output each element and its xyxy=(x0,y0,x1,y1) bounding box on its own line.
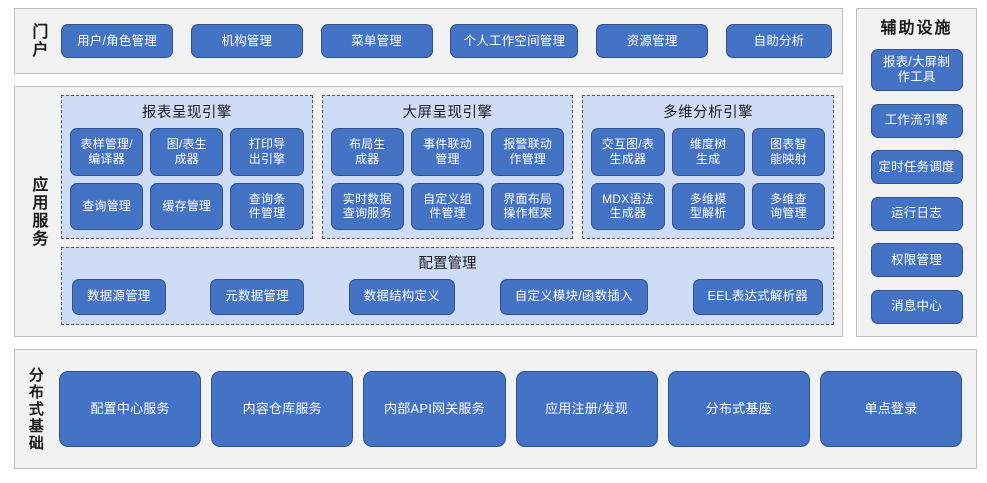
dashboard-rendering-engine-grid: 布局生 成器 事件联动 管理 报警联动 作管理 实时数据 查询服务 自定义组 件… xyxy=(330,128,565,230)
dashboard-rendering-engine-panel: 大屏呈现引擎 布局生 成器 事件联动 管理 报警联动 作管理 实时数据 查询服务… xyxy=(321,95,574,239)
distributed-items-container: 配置中心服务 内容仓库服务 内部API网关服务 应用注册/发现 分布式基座 单点… xyxy=(55,350,976,468)
portal-section-label: 门户 xyxy=(29,23,47,59)
aux-item-scheduled-task-scheduler[interactable]: 定时任务调度 xyxy=(870,150,963,185)
aux-item-report-dashboard-authoring-tool[interactable]: 报表/大屏制 作工具 xyxy=(870,49,963,92)
report-item-cache-management[interactable]: 缓存管理 xyxy=(150,182,224,230)
configuration-management-panel: 配置管理 数据源管理 元数据管理 数据结构定义 自定义模块/函数插入 EEL表达… xyxy=(61,247,834,325)
engine-panels-row: 报表呈现引擎 表样管理/ 编译器 图/表生 成器 打印导 出引擎 查询管理 缓存… xyxy=(61,95,835,239)
auxiliary-items-container: 报表/大屏制 作工具 工作流引擎 定时任务调度 运行日志 权限管理 消息中心 xyxy=(857,43,976,336)
portal-section: 门户 用户/角色管理 机构管理 菜单管理 个人工作空间管理 资源管理 自助分析 xyxy=(14,8,843,74)
report-item-chart-table-generator[interactable]: 图/表生 成器 xyxy=(150,128,224,176)
dashboard-item-realtime-data-query-service[interactable]: 实时数据 查询服务 xyxy=(330,182,404,230)
report-rendering-engine-panel: 报表呈现引擎 表样管理/ 编译器 图/表生 成器 打印导 出引擎 查询管理 缓存… xyxy=(61,95,313,239)
distributed-foundation-section: 分布式基础 配置中心服务 内容仓库服务 内部API网关服务 应用注册/发现 分布… xyxy=(14,349,977,469)
config-item-eel-expression-parser[interactable]: EEL表达式解析器 xyxy=(692,278,823,315)
dashboard-item-ui-layout-operation-framework[interactable]: 界面布局 操作框架 xyxy=(491,182,565,230)
aux-item-workflow-engine[interactable]: 工作流引擎 xyxy=(870,103,963,138)
mda-item-mdx-syntax-generator[interactable]: MDX语法 生成器 xyxy=(591,182,665,230)
config-item-datasource-management[interactable]: 数据源管理 xyxy=(72,278,166,315)
dashboard-item-event-linkage-management[interactable]: 事件联动 管理 xyxy=(410,128,485,176)
mda-item-multidimensional-model-parsing[interactable]: 多维模 型解析 xyxy=(671,182,745,230)
portal-item-org-management[interactable]: 机构管理 xyxy=(190,24,303,58)
application-service-body: 报表呈现引擎 表样管理/ 编译器 图/表生 成器 打印导 出引擎 查询管理 缓存… xyxy=(59,87,842,336)
portal-item-personal-workspace-management[interactable]: 个人工作空间管理 xyxy=(450,24,579,58)
config-item-custom-module-function-insert[interactable]: 自定义模块/函数插入 xyxy=(499,278,648,315)
dist-item-distributed-base[interactable]: 分布式基座 xyxy=(667,371,810,447)
dashboard-item-custom-component-management[interactable]: 自定义组 件管理 xyxy=(410,182,485,230)
auxiliary-section-title: 辅助设施 xyxy=(880,20,953,37)
dashboard-item-alarm-linkage-action-management[interactable]: 报警联动 作管理 xyxy=(491,128,565,176)
portal-item-menu-management[interactable]: 菜单管理 xyxy=(320,24,433,58)
dist-item-content-repository-service[interactable]: 内容仓库服务 xyxy=(211,371,354,447)
multidimensional-analysis-engine-title: 多维分析引擎 xyxy=(663,105,754,121)
multidimensional-analysis-engine-panel: 多维分析引擎 交互图/表 生成器 维度树 生成 图表智 能映射 MDX语法 生成… xyxy=(582,95,835,239)
configuration-management-items: 数据源管理 元数据管理 数据结构定义 自定义模块/函数插入 EEL表达式解析器 xyxy=(72,277,823,316)
portal-item-user-role-management[interactable]: 用户/角色管理 xyxy=(61,24,173,58)
portal-item-resource-management[interactable]: 资源管理 xyxy=(596,24,709,58)
multidimensional-analysis-engine-grid: 交互图/表 生成器 维度树 生成 图表智 能映射 MDX语法 生成器 多维模 型… xyxy=(591,128,826,230)
report-rendering-engine-grid: 表样管理/ 编译器 图/表生 成器 打印导 出引擎 查询管理 缓存管理 查询条 … xyxy=(70,128,304,230)
mda-item-chart-smart-mapping[interactable]: 图表智 能映射 xyxy=(751,128,826,176)
dashboard-item-layout-generator[interactable]: 布局生 成器 xyxy=(330,128,404,176)
mda-item-multidimensional-query-management[interactable]: 多维查 询管理 xyxy=(751,182,826,230)
auxiliary-facilities-section: 辅助设施 报表/大屏制 作工具 工作流引擎 定时任务调度 运行日志 权限管理 消… xyxy=(856,8,977,337)
report-item-query-management[interactable]: 查询管理 xyxy=(70,182,144,230)
portal-items-container: 用户/角色管理 机构管理 菜单管理 个人工作空间管理 资源管理 自助分析 xyxy=(59,9,842,73)
application-service-section: 应用服务 报表呈现引擎 表样管理/ 编译器 图/表生 成器 打印导 出引擎 查询… xyxy=(14,86,843,337)
application-service-section-label: 应用服务 xyxy=(29,175,47,248)
mda-item-dimension-tree-generation[interactable]: 维度树 生成 xyxy=(671,128,745,176)
report-item-query-condition-management[interactable]: 查询条 件管理 xyxy=(230,182,304,230)
aux-item-permission-management[interactable]: 权限管理 xyxy=(870,243,963,278)
portal-item-self-service-analysis[interactable]: 自助分析 xyxy=(725,24,832,58)
report-item-template-management-compiler[interactable]: 表样管理/ 编译器 xyxy=(70,128,144,176)
config-item-metadata-management[interactable]: 元数据管理 xyxy=(210,278,304,315)
dashboard-rendering-engine-title: 大屏呈现引擎 xyxy=(402,105,493,121)
aux-item-message-center[interactable]: 消息中心 xyxy=(870,289,963,324)
dist-item-config-center-service[interactable]: 配置中心服务 xyxy=(59,371,202,447)
aux-item-runtime-log[interactable]: 运行日志 xyxy=(870,196,963,231)
configuration-management-title: 配置管理 xyxy=(418,256,477,272)
dist-item-app-registration-discovery[interactable]: 应用注册/发现 xyxy=(515,371,658,447)
distributed-foundation-section-label: 分布式基础 xyxy=(26,366,44,452)
mda-item-interactive-chart-table-generator[interactable]: 交互图/表 生成器 xyxy=(591,128,665,176)
config-item-data-structure-definition[interactable]: 数据结构定义 xyxy=(348,278,455,315)
dist-item-single-sign-on[interactable]: 单点登录 xyxy=(819,371,963,447)
report-rendering-engine-title: 报表呈现引擎 xyxy=(141,105,232,121)
dist-item-internal-api-gateway-service[interactable]: 内部API网关服务 xyxy=(363,371,506,447)
report-item-print-export-engine[interactable]: 打印导 出引擎 xyxy=(230,128,304,176)
